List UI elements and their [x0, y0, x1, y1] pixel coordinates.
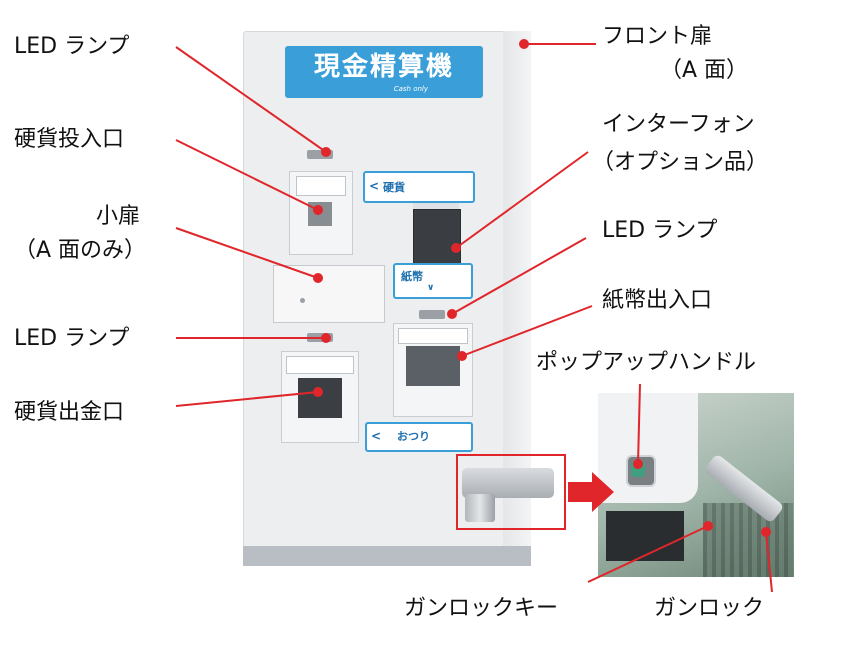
handle-closeup: [462, 468, 554, 498]
callout-intercom-1: インターフォン: [602, 112, 755, 137]
photo-background-grate: [703, 503, 793, 577]
callout-small-door-1: 小扉: [96, 204, 141, 229]
callout-coin-output: 硬貨出金口: [14, 400, 125, 425]
coin-label-card: < 硬貨: [363, 171, 475, 203]
intercom-unit: [413, 209, 461, 267]
small-door: [273, 265, 385, 323]
coin-card-label: 硬貨: [383, 181, 405, 194]
bill-label-card: 紙幣 ∨: [393, 263, 473, 299]
callout-led-lamp-mid: LED ランプ: [14, 326, 130, 351]
arrow-right-icon: [568, 472, 614, 512]
bill-slot-opening: [406, 346, 460, 386]
led-lamp-bill: [419, 310, 445, 319]
highlight-frame: [456, 454, 566, 530]
coin-arrow-icon: <: [369, 179, 380, 193]
callout-led-lamp-right: LED ランプ: [602, 218, 718, 243]
led-lamp-coin: [307, 150, 333, 159]
coin-output-slot: [281, 351, 359, 443]
callout-bill-slot: 紙幣出入口: [602, 288, 713, 313]
callout-intercom-2: （オプション品）: [592, 150, 769, 175]
coin-insert-flap: [296, 176, 346, 196]
callout-popup-handle: ポップアップハンドル: [536, 350, 757, 375]
callout-gunlock: ガンロック: [654, 596, 765, 621]
popup-handle-photo: [598, 393, 794, 577]
change-card-label: おつり: [397, 430, 430, 443]
keyhole-icon: [300, 298, 305, 303]
callout-front-door-1: フロント扉: [602, 24, 713, 49]
callout-front-door-2: （A 面）: [660, 58, 749, 83]
bill-slot-flap: [398, 328, 468, 344]
callout-coin-insert: 硬貨投入口: [14, 127, 125, 152]
intercom-label-strip: [413, 203, 459, 211]
handle-lock-cylinder: [465, 494, 495, 522]
title-plate: 現金精算機 Cash only: [285, 46, 483, 98]
photo-dark-interior: [606, 511, 684, 561]
callout-small-door-2: （A 面のみ）: [14, 238, 147, 263]
callout-led-lamp-top: LED ランプ: [14, 34, 130, 59]
machine-subtitle: Cash only: [393, 85, 428, 93]
chevron-down-icon: ∨: [427, 283, 435, 293]
machine-base: [243, 546, 531, 566]
bill-card-label: 紙幣: [401, 270, 423, 283]
machine-title: 現金精算機: [313, 52, 454, 82]
change-arrow-icon: <: [371, 429, 382, 443]
callout-gunlock-key: ガンロックキー: [404, 596, 559, 621]
bill-slot: [393, 323, 473, 417]
coin-output-flap: [286, 356, 354, 374]
change-label-card: < おつり: [365, 422, 473, 452]
coin-output-opening: [298, 378, 342, 418]
